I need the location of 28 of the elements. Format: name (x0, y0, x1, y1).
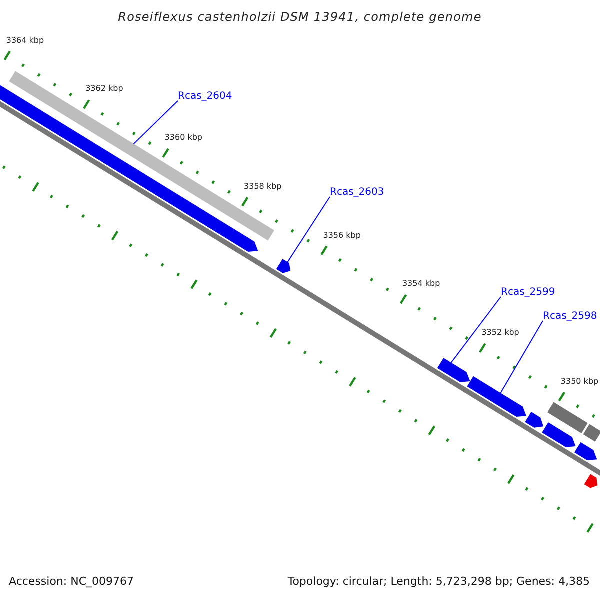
map-title: Roseiflexus castenholzii DSM 13941, complete genome (117, 10, 483, 24)
gene-block (525, 412, 544, 428)
gene-label: Rcas_2603 (330, 187, 384, 198)
gene-label: Rcas_2599 (501, 287, 556, 298)
scale-label: 3354 kbp (402, 279, 440, 288)
genome-stats-text: Topology: circular; Length: 5,723,298 bp; Genes: 4,385 (288, 575, 590, 588)
scale-label: 3356 kbp (323, 230, 361, 240)
gene-block (276, 259, 291, 274)
scale-label: 3358 kbp (244, 182, 282, 191)
gene-block (542, 422, 576, 448)
gene-block (584, 474, 598, 488)
scale-label: 3362 kbp (86, 84, 124, 94)
gene-label: Rcas_2604 (178, 91, 232, 102)
leader-line (133, 100, 178, 145)
scale-label: 3350 kbp (560, 376, 599, 386)
gene-label: Rcas_2598 (543, 311, 598, 322)
leader-line (500, 320, 544, 394)
scale-label: 3364 kbp (6, 36, 44, 45)
gene-block (437, 358, 470, 382)
scale-label: 3352 kbp (482, 328, 520, 338)
gene-block (548, 402, 588, 434)
gene-block (467, 376, 526, 417)
leader-line (450, 296, 502, 364)
scale-label: 3360 kbp (164, 133, 203, 142)
accession-text: Accession: NC_009767 (9, 575, 134, 588)
gene-block (583, 424, 600, 442)
gene-block (574, 442, 598, 460)
leader-line (287, 196, 330, 263)
